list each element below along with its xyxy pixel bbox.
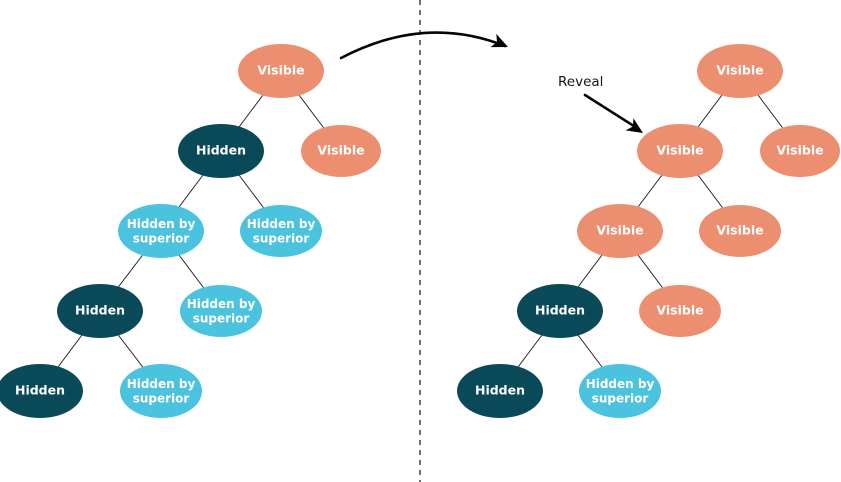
node-label: Visible [656, 143, 703, 158]
node-ellipse[interactable] [577, 204, 663, 258]
node-label: Visible [317, 143, 364, 158]
tree-node-visible[interactable]: Visible [760, 125, 840, 177]
tree-node-hidden[interactable]: Hidden [517, 284, 603, 338]
node-label: Hidden [475, 383, 525, 398]
node-label-line: superior [592, 391, 649, 405]
node-ellipse[interactable] [0, 364, 83, 418]
node-ellipse[interactable] [118, 204, 204, 258]
node-label-line: superior [133, 391, 190, 405]
node-ellipse[interactable] [639, 285, 721, 337]
node-label: Hidden [196, 143, 246, 158]
node-ellipse[interactable] [699, 205, 781, 257]
tree-node-visible[interactable]: Visible [637, 124, 723, 178]
node-label-line: superior [193, 311, 250, 325]
node-ellipse[interactable] [579, 364, 661, 418]
node-label: Visible [716, 223, 763, 238]
node-label-line: Hidden by [586, 377, 655, 391]
transform-arrow-head [490, 33, 508, 48]
node-label: Hidden [75, 303, 125, 318]
node-label-line: Hidden by [127, 217, 196, 231]
node-ellipse[interactable] [301, 125, 381, 177]
node-ellipse[interactable] [697, 44, 783, 98]
node-ellipse[interactable] [637, 124, 723, 178]
node-label-line: Hidden by [187, 297, 256, 311]
tree-node-visible[interactable]: Visible [577, 204, 663, 258]
node-ellipse[interactable] [178, 124, 264, 178]
node-ellipse[interactable] [240, 205, 322, 257]
node-label: Hidden [535, 303, 585, 318]
tree-node-visible[interactable]: Visible [639, 285, 721, 337]
node-label: Hidden [15, 383, 65, 398]
node-ellipse[interactable] [120, 364, 202, 418]
tree-node-hidden[interactable]: Hidden [0, 364, 83, 418]
transform-arrow [339, 31, 507, 60]
tree-node-visible[interactable]: Visible [697, 44, 783, 98]
node-label: Visible [656, 303, 703, 318]
node-ellipse[interactable] [238, 44, 324, 98]
annotations-layer: Reveal [558, 74, 603, 90]
tree-node-hidden[interactable]: Hidden [57, 284, 143, 338]
node-ellipse[interactable] [760, 125, 840, 177]
node-ellipse[interactable] [57, 284, 143, 338]
reveal-arrow-head [625, 118, 643, 133]
node-label: Visible [716, 63, 763, 78]
tree-node-hidden[interactable]: Hidden [178, 124, 264, 178]
node-label: Visible [596, 223, 643, 238]
node-label-line: superior [133, 231, 190, 245]
node-label: Visible [257, 63, 304, 78]
node-ellipse[interactable] [180, 285, 262, 337]
node-label: Visible [776, 143, 823, 158]
reveal-annotation-label: Reveal [558, 74, 603, 90]
node-label-line: Hidden by [127, 377, 196, 391]
node-label-line: Hidden by [247, 217, 316, 231]
node-ellipse[interactable] [517, 284, 603, 338]
node-ellipse[interactable] [457, 364, 543, 418]
tree-node-hidden[interactable]: Hidden [457, 364, 543, 418]
tree-node-visible[interactable]: Visible [301, 125, 381, 177]
reveal-arrow [583, 93, 639, 130]
arrows-layer [339, 31, 643, 133]
tree-node-visible[interactable]: Visible [699, 205, 781, 257]
tree-node-visible[interactable]: Visible [238, 44, 324, 98]
node-label-line: superior [253, 231, 310, 245]
